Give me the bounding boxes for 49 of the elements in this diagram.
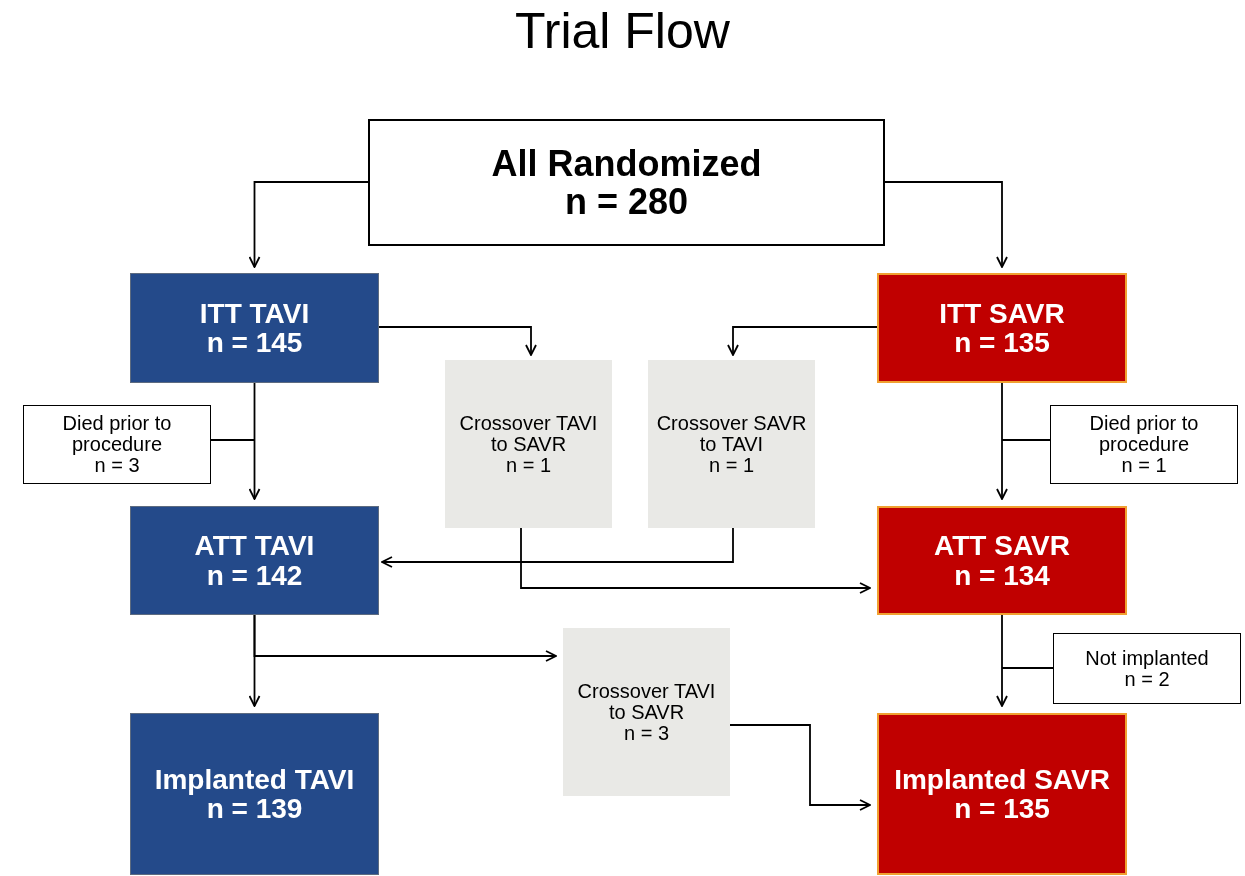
node-label: n = 1 <box>504 454 552 476</box>
connector-line <box>210 439 255 441</box>
node-label: n = 1 <box>707 454 755 476</box>
process-box <box>130 506 379 615</box>
crossover-box <box>563 628 730 796</box>
arrow <box>729 724 871 811</box>
connector-line <box>1001 667 1054 669</box>
process-box <box>877 506 1127 615</box>
node-label: n = 1 <box>1121 455 1167 476</box>
node-label: n = 139 <box>206 794 304 824</box>
arrow <box>248 382 261 500</box>
node-label: n = 134 <box>953 560 1051 590</box>
diagram-title: Trial Flow <box>514 2 731 60</box>
crossover-box <box>445 360 612 528</box>
arrow <box>520 527 871 594</box>
arrow <box>378 326 537 356</box>
node-label: ATT SAVR <box>933 531 1071 561</box>
arrow <box>248 181 369 268</box>
arrow <box>996 614 1008 707</box>
node-label: All Randomized <box>490 144 763 183</box>
exclusion-box <box>1050 405 1238 484</box>
node-label: n = 135 <box>953 328 1051 358</box>
node-label: n = 2 <box>1124 668 1170 690</box>
arrow <box>381 527 734 568</box>
arrow <box>253 614 557 662</box>
node-label: n = 145 <box>205 328 304 358</box>
arrow <box>884 181 1008 268</box>
node-label: Not implanted <box>1084 647 1210 669</box>
arrow <box>727 326 878 356</box>
node-label: n = 3 <box>94 455 140 476</box>
process-box <box>368 119 885 246</box>
node-label: n = 142 <box>205 560 304 590</box>
node-label: ITT SAVR <box>938 298 1066 328</box>
node-label: ATT TAVI <box>193 531 316 561</box>
process-box <box>877 713 1127 875</box>
crossover-box <box>648 360 815 528</box>
connector-line <box>1001 439 1051 441</box>
process-box <box>877 273 1127 383</box>
process-box <box>130 273 379 383</box>
node-label: n = 3 <box>622 722 670 744</box>
process-box <box>130 713 379 875</box>
exclusion-box <box>1053 633 1241 704</box>
node-label: Implanted TAVI <box>153 764 356 794</box>
arrow <box>996 382 1008 500</box>
node-label: Implanted SAVR <box>893 764 1111 794</box>
node-label: n = 280 <box>563 182 690 221</box>
node-label: ITT TAVI <box>198 298 311 328</box>
node-label: n = 135 <box>954 794 1051 824</box>
exclusion-box <box>23 405 211 484</box>
